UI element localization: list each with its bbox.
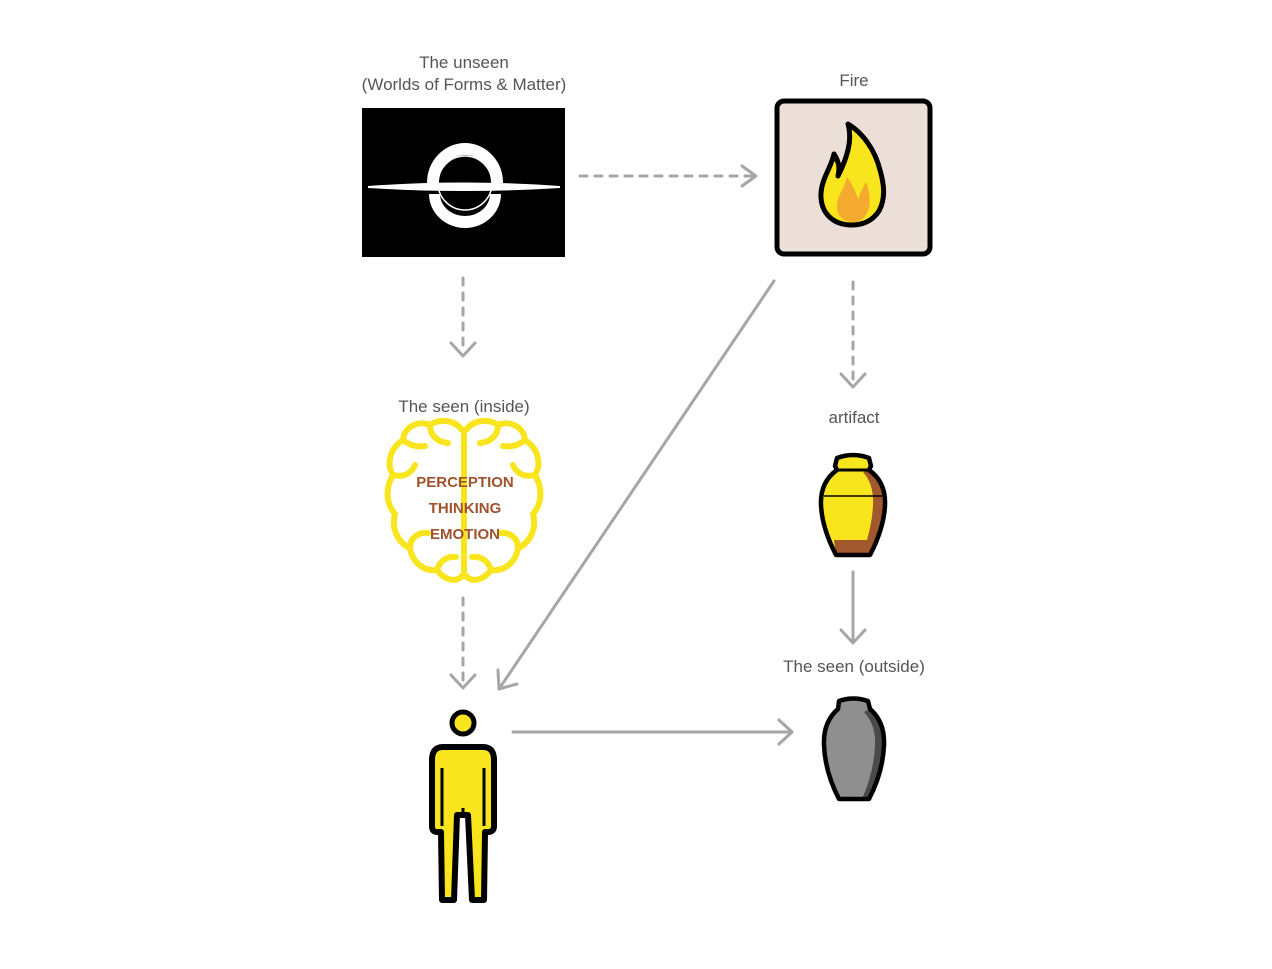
fire-icon [774, 98, 933, 257]
arrow-unseen-to-fire [578, 164, 758, 188]
unseen-title-line1: The unseen [419, 53, 509, 72]
brain-words: PERCEPTION THINKING EMOTION [416, 474, 514, 543]
brain-word-emotion: EMOTION [430, 526, 500, 543]
brain-icon [384, 417, 544, 583]
unseen-title-line2: (Worlds of Forms & Matter) [361, 75, 567, 94]
arrow-fire-to-artifact [839, 280, 867, 389]
artifact-title: artifact [828, 408, 880, 427]
black-hole-icon [362, 108, 565, 257]
arrow-seen-inside-to-person [449, 596, 477, 690]
seen-outside-title: The seen (outside) [783, 657, 925, 676]
brain-word-thinking: THINKING [429, 500, 502, 517]
arrow-unseen-to-seen-inside [449, 276, 477, 358]
person-icon [429, 709, 497, 903]
arrow-person-to-seen-outside [511, 718, 794, 746]
grey-urn-icon [821, 696, 887, 802]
fire-title: Fire [839, 71, 869, 90]
seen-inside-title: The seen (inside) [398, 397, 530, 416]
golden-urn-icon [818, 452, 888, 558]
arrow-artifact-to-seen-outside [839, 570, 867, 645]
brain-word-perception: PERCEPTION [416, 474, 514, 491]
arrow-fire-to-person [496, 279, 776, 691]
